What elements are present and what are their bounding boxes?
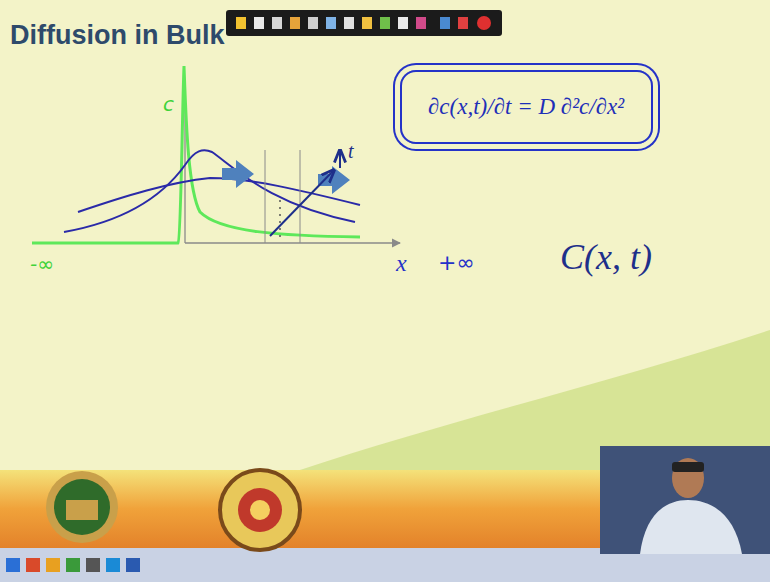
taskbar-icons	[126, 558, 140, 572]
diffusion-plot	[64, 150, 355, 232]
pen-toolbar	[458, 17, 468, 29]
pen-toolbar	[226, 10, 502, 36]
diffusion-plot	[339, 150, 341, 168]
pen-toolbar	[398, 17, 408, 29]
pen-toolbar	[308, 17, 318, 29]
diffusion-plot	[279, 200, 281, 240]
presenter-video	[672, 462, 704, 472]
institute-logos	[66, 500, 98, 520]
institute-logos	[220, 470, 300, 550]
pen-toolbar	[236, 17, 246, 29]
taskbar-icons	[106, 558, 120, 572]
diffusion-equation: ∂c(x,t)/∂t = D ∂²c/∂x²	[428, 94, 625, 120]
institute-logos	[46, 470, 300, 550]
pen-toolbar	[254, 17, 264, 29]
presenter-video	[640, 500, 742, 554]
presenter-video	[600, 446, 770, 554]
taskbar-icons	[86, 558, 100, 572]
diffusion-plot	[32, 66, 360, 243]
diffusion-plot	[32, 66, 400, 243]
equation-box: ∂c(x,t)/∂t = D ∂²c/∂x²	[400, 70, 653, 144]
pen-toolbar	[290, 17, 300, 29]
institute-logos	[54, 479, 110, 535]
handwritten-label: -∞	[30, 252, 54, 276]
pen-toolbar	[477, 16, 491, 30]
pen-toolbar	[440, 17, 450, 29]
diffusion-plot	[265, 150, 266, 243]
pen-toolbar	[416, 17, 426, 29]
taskbar-icons	[26, 558, 40, 572]
handwritten-label: +∞	[438, 250, 475, 275]
pen-toolbar	[226, 10, 502, 36]
pen-toolbar	[344, 17, 354, 29]
handwritten-label: x	[396, 250, 407, 277]
presenter-video	[672, 458, 704, 498]
pen-toolbar	[326, 17, 336, 29]
pen-toolbar	[272, 17, 282, 29]
diffusion-plot	[270, 170, 334, 236]
background-wave	[0, 330, 770, 582]
institute-logos	[238, 488, 282, 532]
taskbar-icons	[6, 558, 140, 572]
pen-toolbar	[362, 17, 372, 29]
institute-logos	[46, 471, 118, 543]
taskbar-icons	[46, 558, 60, 572]
pen-toolbar	[380, 17, 390, 29]
taskbar-icons	[6, 558, 20, 572]
diffusion-plot	[185, 242, 400, 243]
diffusion-plot	[78, 178, 360, 212]
presenter-video	[600, 446, 770, 554]
handwritten-label: t	[348, 140, 354, 163]
institute-logos	[250, 500, 270, 520]
taskbar-icons	[66, 558, 80, 572]
slide-title: Diffusion in Bulk	[10, 20, 224, 51]
diffusion-plot	[222, 160, 254, 188]
handwritten-label: C(x, t)	[560, 236, 652, 278]
diffusion-plot	[300, 150, 301, 243]
handwritten-label: c	[163, 92, 174, 116]
